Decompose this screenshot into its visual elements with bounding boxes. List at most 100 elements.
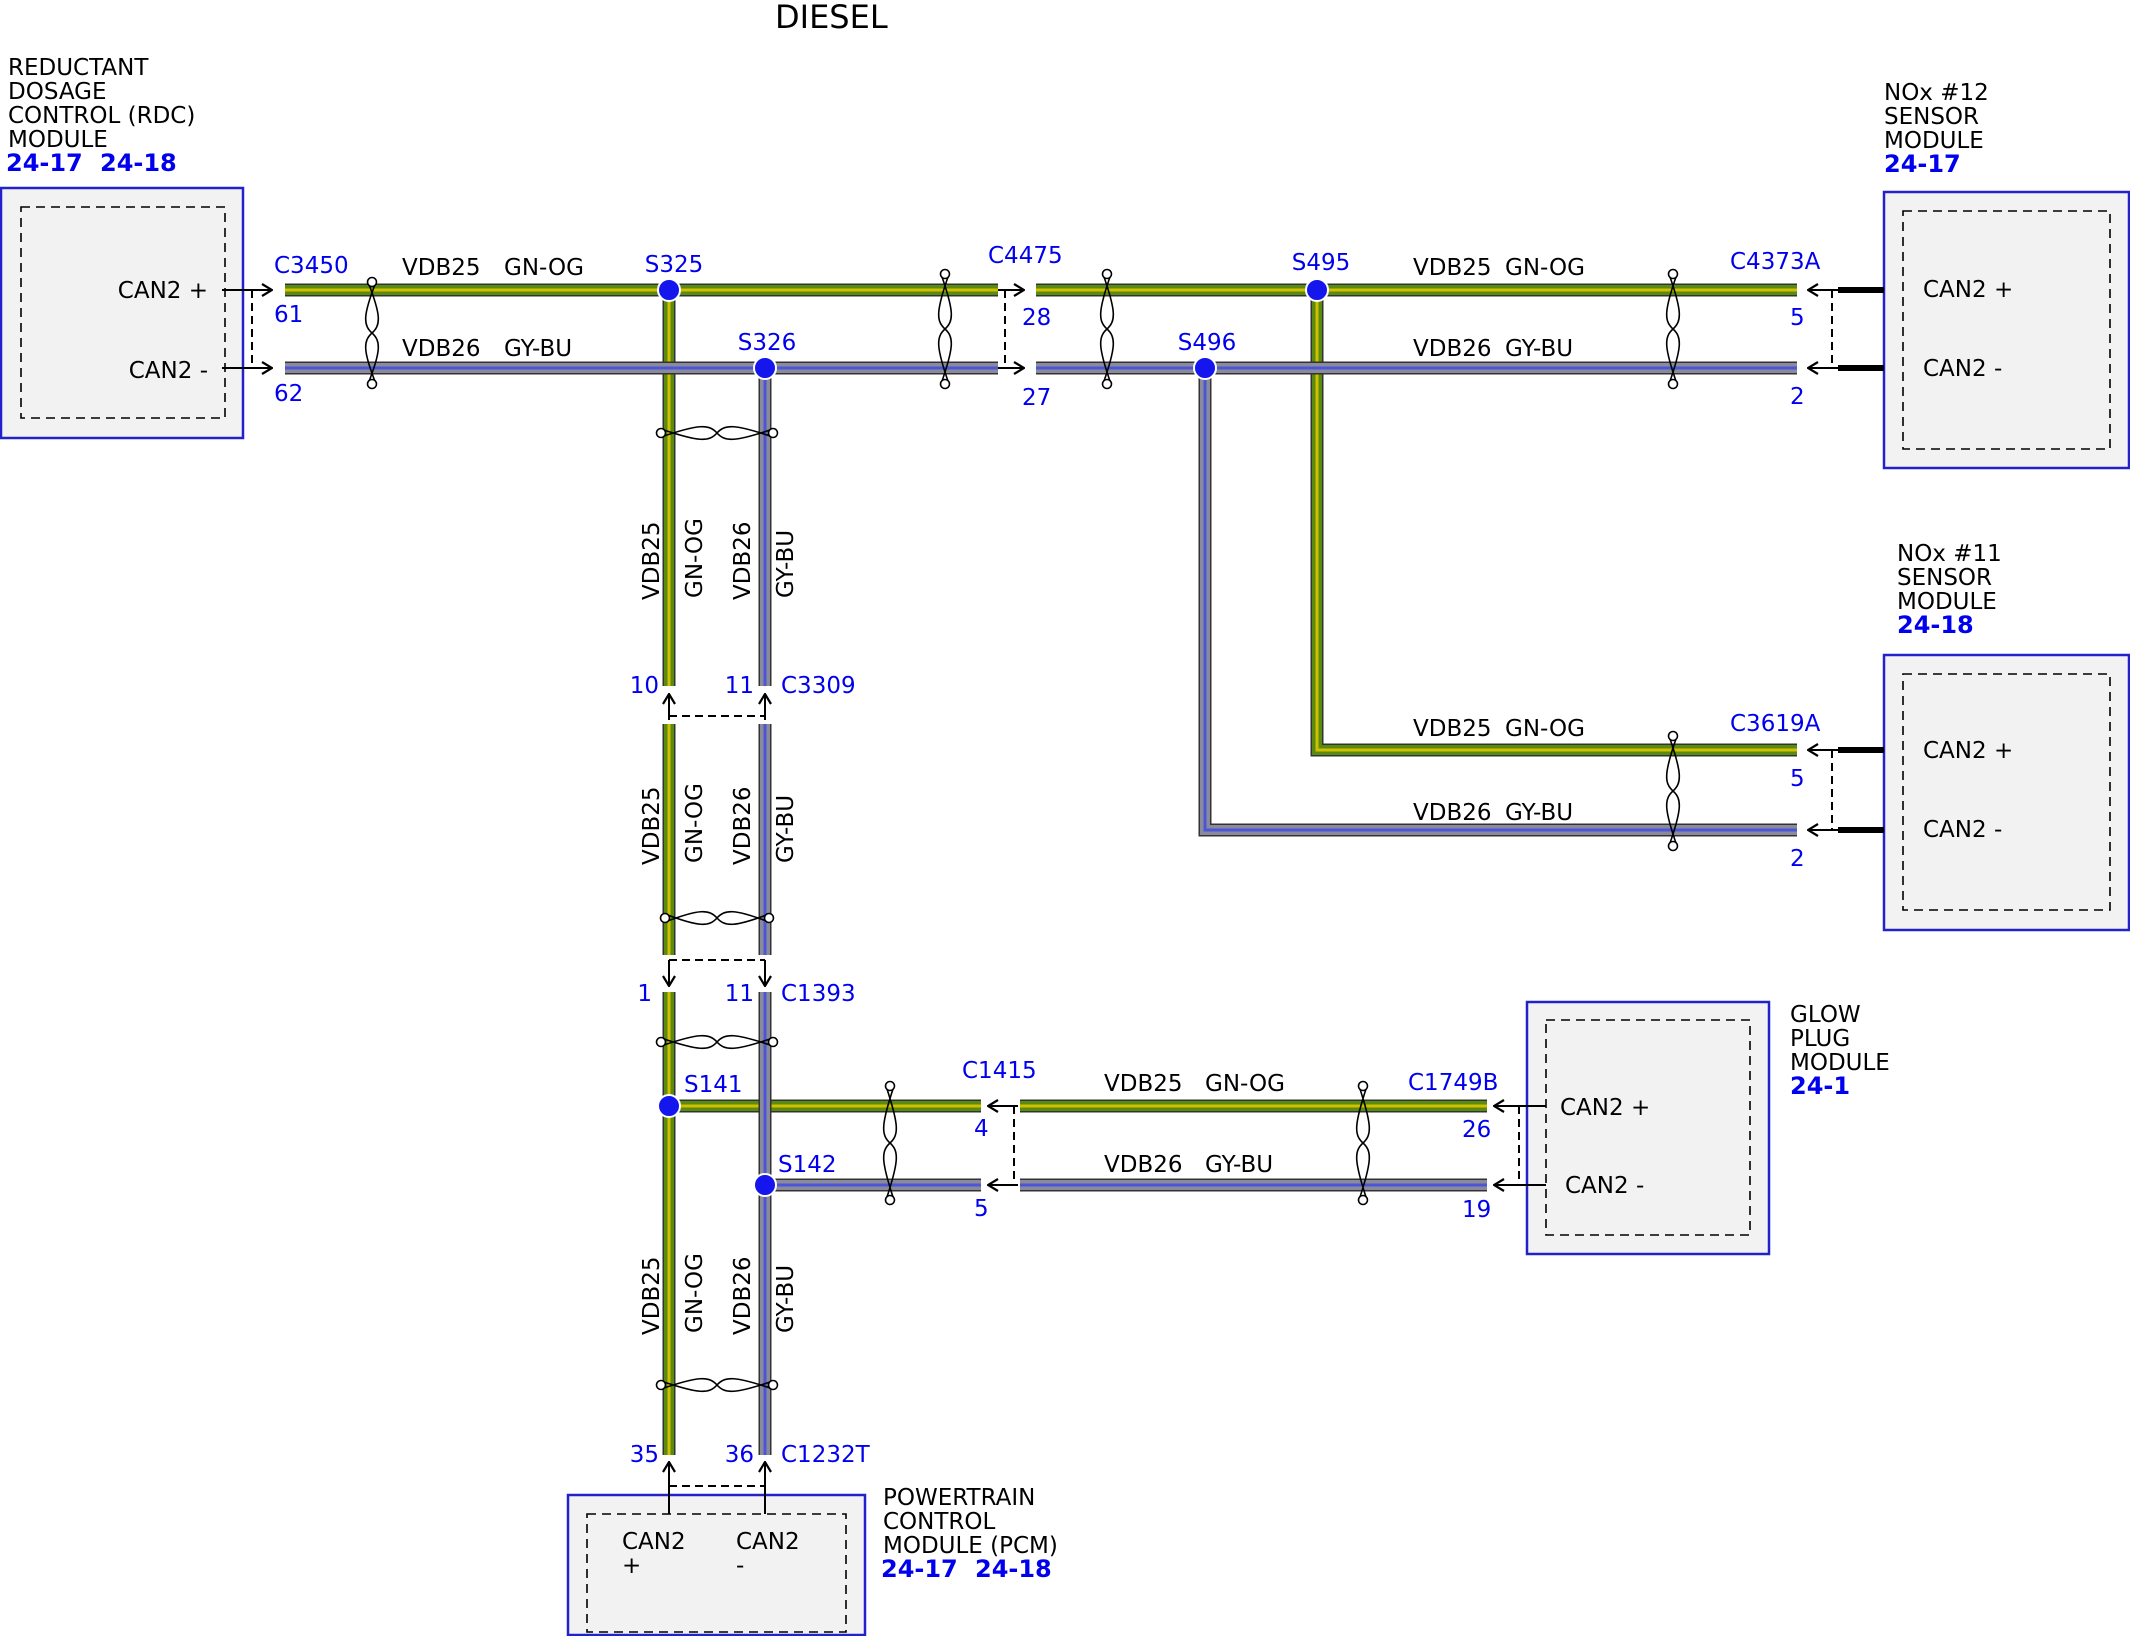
twist-mark (660, 425, 774, 441)
svg-text:61: 61 (274, 302, 303, 328)
connector-c3619a[interactable]: C3619A 5 2 (1730, 711, 1821, 872)
splice-s326-label[interactable]: S326 (738, 330, 797, 356)
svg-text:2: 2 (1790, 846, 1805, 872)
svg-text:GN-OG: GN-OG (1205, 1071, 1285, 1097)
twist-end (767, 427, 779, 439)
svg-text:GY-BU: GY-BU (504, 336, 572, 362)
svg-text:GLOW: GLOW (1790, 1002, 1861, 1028)
rdc-ref-link-2[interactable]: 24-18 (100, 149, 177, 177)
wire-labels-vertical: VDB25 GN-OG VDB26 GY-BU VDB25 GN-OG VDB2… (639, 518, 799, 1335)
svg-text:NOx #11: NOx #11 (1897, 541, 2002, 567)
connector-c4475[interactable]: C4475 28 27 (988, 243, 1063, 411)
svg-text:VDB25: VDB25 (1413, 716, 1492, 742)
splice-s141-label[interactable]: S141 (684, 1072, 743, 1098)
twist-end (1667, 840, 1679, 852)
svg-text:10: 10 (630, 673, 659, 699)
twist-end (1357, 1194, 1369, 1206)
svg-text:CONTROL: CONTROL (883, 1509, 996, 1535)
nox11-ref-link[interactable]: 24-18 (1897, 611, 1974, 639)
svg-text:DOSAGE: DOSAGE (8, 79, 107, 105)
svg-text:GN-OG: GN-OG (1505, 716, 1585, 742)
svg-text:4: 4 (974, 1116, 989, 1142)
svg-text:MODULE (PCM): MODULE (PCM) (883, 1533, 1058, 1559)
twist-mark (364, 281, 380, 385)
svg-text:VDB25: VDB25 (639, 522, 665, 601)
splice-s142-label[interactable]: S142 (778, 1152, 837, 1178)
svg-text:VDB25: VDB25 (1413, 255, 1492, 281)
pcm-ref-link-2[interactable]: 24-18 (975, 1555, 1052, 1583)
svg-text:GY-BU: GY-BU (1505, 336, 1573, 362)
splice-s495-label[interactable]: S495 (1292, 250, 1351, 276)
svg-text:1: 1 (637, 981, 652, 1007)
splice-s495-dot (1305, 278, 1329, 302)
twist-mark (664, 910, 770, 926)
pcm-ref-link-1[interactable]: 24-17 (881, 1555, 958, 1583)
twisted-pair-marks (364, 268, 1681, 1393)
svg-text:VDB26: VDB26 (730, 1257, 756, 1336)
twist-end (884, 1080, 896, 1092)
svg-text:SENSOR: SENSOR (1884, 104, 1979, 130)
connector-c1749b[interactable]: C1749B 26 19 (1408, 1070, 1498, 1223)
connector-c1232t[interactable]: 35 36 C1232T (630, 1442, 871, 1468)
rdc-pin-can2-minus: CAN2 - (129, 358, 208, 384)
splice-s496-dot (1193, 356, 1217, 380)
connector-c3450[interactable]: C3450 61 62 (274, 253, 349, 407)
splices (657, 278, 1329, 1197)
glow-plug-ref-link[interactable]: 24-1 (1790, 1072, 1850, 1100)
svg-text:VDB26: VDB26 (730, 787, 756, 866)
svg-text:NOx #12: NOx #12 (1884, 80, 1989, 106)
svg-text:POWERTRAIN: POWERTRAIN (883, 1485, 1035, 1511)
nox11-module-label: NOx #11 SENSOR MODULE 24-18 (1897, 541, 2002, 639)
svg-text:VDB26: VDB26 (1413, 336, 1492, 362)
svg-text:VDB25: VDB25 (402, 255, 481, 281)
twist-end (659, 912, 671, 924)
twist-end (1101, 268, 1113, 280)
twist-end (366, 276, 378, 288)
connector-c3309[interactable]: 10 11 C3309 (630, 673, 856, 699)
svg-text:GN-OG: GN-OG (1505, 255, 1585, 281)
splice-s325-dot (657, 278, 681, 302)
svg-text:MODULE: MODULE (1884, 128, 1984, 154)
svg-text:C3619A: C3619A (1730, 711, 1821, 737)
twist-mark (660, 1377, 774, 1393)
pcm-pin-can2-plus: CAN2 (622, 1529, 686, 1555)
glow-plug-module-box (1525, 1000, 1771, 1256)
twist-end (655, 1036, 667, 1048)
svg-text:MODULE: MODULE (8, 127, 108, 153)
connector-c1415[interactable]: C1415 4 5 (962, 1058, 1037, 1222)
svg-text:19: 19 (1462, 1197, 1491, 1223)
twist-end (655, 1379, 667, 1391)
svg-text:5: 5 (974, 1196, 989, 1222)
connector-c1393[interactable]: 1 11 C1393 (637, 981, 855, 1007)
splice-s325-label[interactable]: S325 (645, 252, 704, 278)
rdc-ref-link-1[interactable]: 24-17 (6, 149, 83, 177)
twist-mark (1355, 1085, 1371, 1201)
wire-vdb25 (1315, 290, 1797, 752)
rdc-pin-can2-plus: CAN2 + (118, 278, 208, 304)
svg-text:C3450: C3450 (274, 253, 349, 279)
connector-c4373a[interactable]: C4373A 5 2 (1730, 249, 1821, 410)
splice-s326-dot (753, 356, 777, 380)
svg-text:VDB25: VDB25 (639, 1257, 665, 1336)
pcm-pin-can2-minus: CAN2 (736, 1529, 800, 1555)
svg-text:26: 26 (1462, 1117, 1491, 1143)
nox12-module-box (1882, 190, 2130, 470)
glow-pin-can2-minus: CAN2 - (1565, 1173, 1644, 1199)
svg-text:C1749B: C1749B (1408, 1070, 1498, 1096)
glow-plug-module-label: GLOW PLUG MODULE 24-1 (1790, 1002, 1890, 1100)
svg-text:VDB26: VDB26 (1413, 800, 1492, 826)
splice-s496-label[interactable]: S496 (1178, 330, 1237, 356)
svg-text:11: 11 (725, 673, 754, 699)
nox12-ref-link[interactable]: 24-17 (1884, 150, 1961, 178)
wires (285, 283, 1797, 1455)
svg-text:C4475: C4475 (988, 243, 1063, 269)
svg-text:36: 36 (725, 1442, 754, 1468)
wire-vdb26 (1198, 368, 1797, 837)
svg-text:C3309: C3309 (781, 673, 856, 699)
svg-text:C1232T: C1232T (781, 1442, 871, 1468)
glow-pin-can2-plus: CAN2 + (1560, 1095, 1650, 1121)
svg-text:GY-BU: GY-BU (1505, 800, 1573, 826)
twist-end (939, 378, 951, 390)
nox11-pin-can2-minus: CAN2 - (1923, 817, 2002, 843)
